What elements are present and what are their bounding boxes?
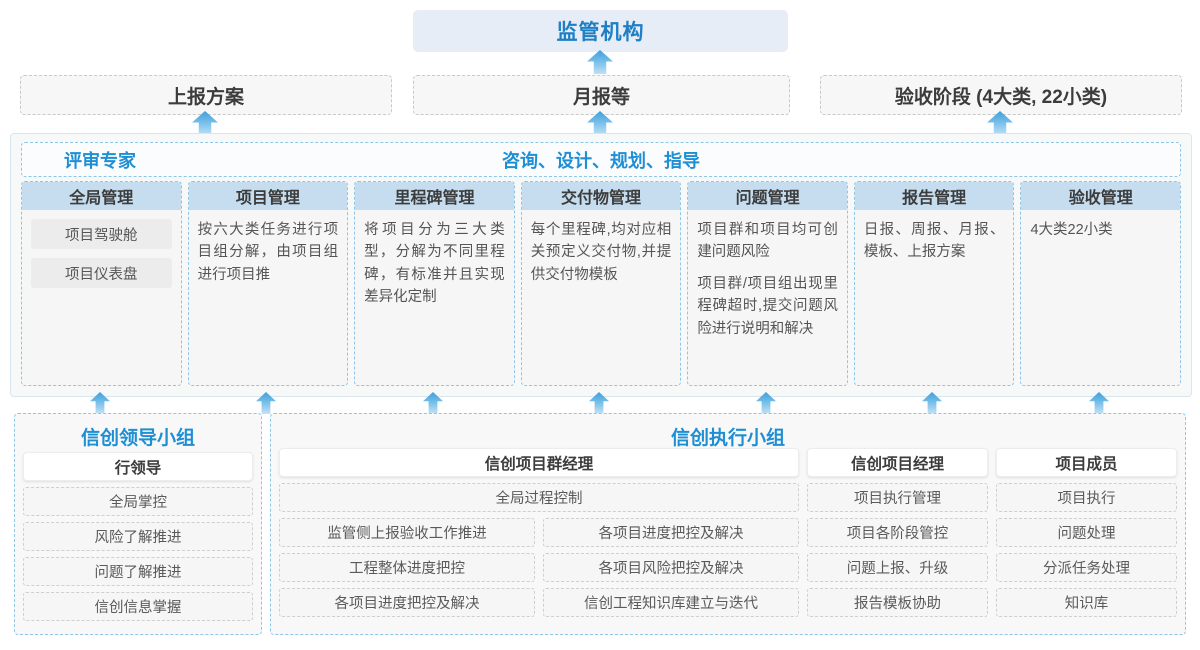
task-item[interactable]: 各项目风险把控及解决 bbox=[543, 553, 799, 582]
task-item[interactable]: 监管侧上报验收工作推进 bbox=[279, 518, 535, 547]
mgmt-column-global[interactable]: 全局管理 项目驾驶舱 项目仪表盘 bbox=[21, 181, 182, 386]
role-header-project-member[interactable]: 项目成员 bbox=[996, 448, 1177, 477]
task-item[interactable]: 工程整体进度把控 bbox=[279, 553, 535, 582]
mgmt-column-text: 日报、周报、月报、模板、上报方案 bbox=[863, 222, 1005, 261]
mgmt-pill[interactable]: 项目驾驶舱 bbox=[31, 219, 172, 249]
regulator-label: 监管机构 bbox=[556, 21, 645, 44]
program-manager-subcolumns: 监管侧上报验收工作推进 工程整体进度把控 各项目进度把控及解决 各项目进度把控及… bbox=[279, 518, 799, 617]
task-item[interactable]: 各项目进度把控及解决 bbox=[543, 518, 799, 547]
top-box-acceptance-stage[interactable]: 验收阶段 (4大类, 22小类) bbox=[820, 75, 1182, 115]
execution-group-title: 信创执行小组 bbox=[670, 428, 785, 449]
mgmt-column-body: 日报、周报、月报、模板、上报方案 bbox=[855, 210, 1014, 385]
mgmt-column-body: 按六大类任务进行项目组分解，由项目组进行项目推 bbox=[189, 210, 348, 385]
review-experts-label: 评审专家 bbox=[64, 150, 136, 171]
mgmt-column-title: 全局管理 bbox=[22, 182, 181, 210]
mgmt-column-text: 将项目分为三大类型，分解为不同里程碑，有标准并且实现差异化定制 bbox=[364, 222, 505, 306]
mgmt-column-report[interactable]: 报告管理 日报、周报、月报、模板、上报方案 bbox=[853, 181, 1015, 386]
mgmt-column-body: 项目驾驶舱 项目仪表盘 bbox=[22, 210, 181, 385]
management-columns: 全局管理 项目驾驶舱 项目仪表盘 项目管理 按六大类任务进行项目组分解，由项目组… bbox=[21, 181, 1182, 386]
task-item[interactable]: 全局掌控 bbox=[23, 487, 253, 516]
program-manager-right-tasks: 各项目进度把控及解决 各项目风险把控及解决 信创工程知识库建立与迭代 bbox=[543, 518, 799, 617]
mgmt-column-title: 交付物管理 bbox=[521, 182, 681, 210]
consulting-scope-label: 咨询、设计、规划、指导 bbox=[502, 150, 700, 171]
task-item[interactable]: 报告模板协助 bbox=[807, 588, 988, 617]
mgmt-column-title: 验收管理 bbox=[1021, 182, 1181, 210]
mgmt-column-project[interactable]: 项目管理 按六大类任务进行项目组分解，由项目组进行项目推 bbox=[187, 181, 349, 386]
mgmt-column-acceptance[interactable]: 验收管理 4大类22小类 bbox=[1020, 181, 1182, 386]
task-item[interactable]: 项目执行管理 bbox=[807, 483, 988, 512]
mgmt-column-body: 每个里程碑,均对应相关预定义交付物,并提供交付物模板 bbox=[522, 210, 681, 385]
leading-group-panel: 信创领导小组 行领导 全局掌控 风险了解推进 问题了解推进 信创信息掌握 bbox=[14, 413, 262, 635]
task-item[interactable]: 风险了解推进 bbox=[23, 522, 253, 551]
top-box-monthly-report[interactable]: 月报等 bbox=[413, 75, 790, 115]
project-manager-block: 信创项目经理 项目执行管理 项目各阶段管控 问题上报、升级 报告模板协助 bbox=[807, 448, 988, 626]
task-item[interactable]: 分派任务处理 bbox=[996, 553, 1177, 582]
mgmt-column-title: 问题管理 bbox=[688, 182, 847, 210]
consulting-layer-header: 评审专家 咨询、设计、规划、指导 bbox=[21, 142, 1181, 177]
role-header-project-manager[interactable]: 信创项目经理 bbox=[807, 448, 988, 477]
role-header-bank-leader[interactable]: 行领导 bbox=[23, 452, 253, 481]
top-box-label: 验收阶段 (4大类, 22小类) bbox=[894, 86, 1108, 108]
task-item[interactable]: 问题处理 bbox=[996, 518, 1177, 547]
task-item[interactable]: 问题上报、升级 bbox=[807, 553, 988, 582]
mgmt-column-text: 4大类22小类 bbox=[1030, 222, 1113, 238]
task-item[interactable]: 项目各阶段管控 bbox=[807, 518, 988, 547]
mgmt-column-body: 将项目分为三大类型，分解为不同里程碑，有标准并且实现差异化定制 bbox=[355, 210, 514, 385]
execution-group-columns: 信创项目群经理 全局过程控制 监管侧上报验收工作推进 工程整体进度把控 各项目进… bbox=[279, 448, 1177, 626]
mgmt-column-text: 项目群和项目均可创建问题风险 bbox=[697, 222, 838, 261]
execution-group-panel: 信创执行小组 信创项目群经理 全局过程控制 监管侧上报验收工作推进 工程整体进度… bbox=[270, 413, 1186, 635]
task-item[interactable]: 各项目进度把控及解决 bbox=[279, 588, 535, 617]
mgmt-column-text: 项目群/项目组出现里程碑超时,提交问题风险进行说明和解决 bbox=[697, 275, 838, 337]
program-manager-block: 信创项目群经理 全局过程控制 监管侧上报验收工作推进 工程整体进度把控 各项目进… bbox=[279, 448, 799, 626]
regulator-header: 监管机构 bbox=[413, 10, 788, 52]
task-item-global-process-control[interactable]: 全局过程控制 bbox=[279, 483, 799, 512]
leading-group-stack: 行领导 全局掌控 风险了解推进 问题了解推进 信创信息掌握 bbox=[15, 452, 261, 621]
top-box-label: 月报等 bbox=[572, 86, 630, 108]
mgmt-column-title: 项目管理 bbox=[188, 182, 348, 210]
mgmt-column-issue[interactable]: 问题管理 项目群和项目均可创建问题风险 项目群/项目组出现里程碑超时,提交问题风… bbox=[687, 181, 848, 386]
role-header-program-manager[interactable]: 信创项目群经理 bbox=[279, 448, 799, 477]
top-box-report-plan[interactable]: 上报方案 bbox=[20, 75, 392, 115]
task-item[interactable]: 问题了解推进 bbox=[23, 557, 253, 586]
arrow-up-icon-to-regulator bbox=[587, 50, 613, 74]
mgmt-column-text: 每个里程碑,均对应相关预定义交付物,并提供交付物模板 bbox=[530, 222, 672, 283]
task-item[interactable]: 项目执行 bbox=[996, 483, 1177, 512]
mgmt-column-title: 报告管理 bbox=[854, 182, 1014, 210]
mgmt-column-deliverable[interactable]: 交付物管理 每个里程碑,均对应相关预定义交付物,并提供交付物模板 bbox=[520, 181, 682, 386]
mgmt-column-body: 4大类22小类 bbox=[1021, 210, 1180, 385]
consulting-layer: 评审专家 咨询、设计、规划、指导 全局管理 项目驾驶舱 项目仪表盘 项目管理 按… bbox=[10, 133, 1192, 397]
mgmt-column-text: 按六大类任务进行项目组分解，由项目组进行项目推 bbox=[197, 222, 339, 283]
top-box-label: 上报方案 bbox=[167, 86, 244, 108]
mgmt-column-body: 项目群和项目均可创建问题风险 项目群/项目组出现里程碑超时,提交问题风险进行说明… bbox=[688, 210, 847, 385]
task-item[interactable]: 知识库 bbox=[996, 588, 1177, 617]
mgmt-pill[interactable]: 项目仪表盘 bbox=[31, 258, 172, 288]
mgmt-column-milestone[interactable]: 里程碑管理 将项目分为三大类型，分解为不同里程碑，有标准并且实现差异化定制 bbox=[354, 181, 515, 386]
leading-group-title: 信创领导小组 bbox=[80, 428, 195, 449]
mgmt-column-title: 里程碑管理 bbox=[355, 182, 514, 210]
task-item[interactable]: 信创信息掌握 bbox=[23, 592, 253, 621]
task-item[interactable]: 信创工程知识库建立与迭代 bbox=[543, 588, 799, 617]
project-member-block: 项目成员 项目执行 问题处理 分派任务处理 知识库 bbox=[996, 448, 1177, 626]
program-manager-left-tasks: 监管侧上报验收工作推进 工程整体进度把控 各项目进度把控及解决 bbox=[279, 518, 535, 617]
